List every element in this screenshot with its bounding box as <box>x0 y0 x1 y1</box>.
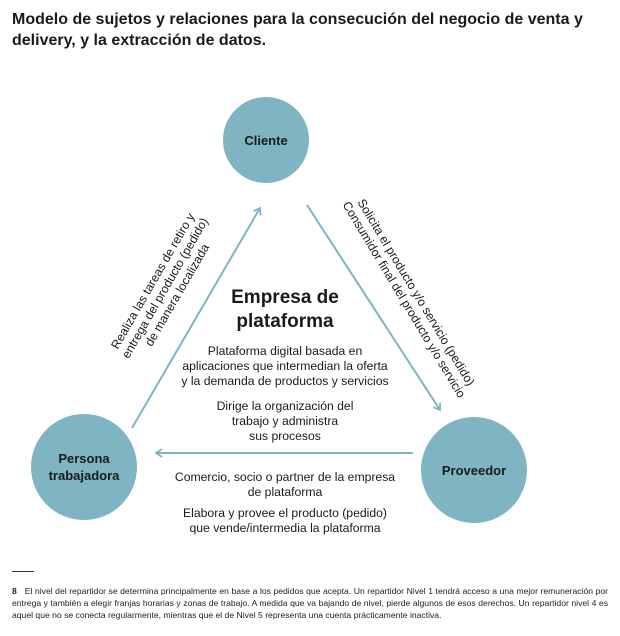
text-line: aplicaciones que intermedian la oferta <box>182 359 388 373</box>
arrow-cliente-to-proveedor <box>306 204 441 412</box>
center-title: Empresa de plataforma <box>190 286 380 334</box>
text-line: sus procesos <box>249 429 321 443</box>
text-line: que vende/intermedia la plataforma <box>189 521 381 535</box>
platform-description: Plataforma digital basada en aplicacione… <box>160 344 410 389</box>
footnote-divider <box>12 571 34 572</box>
node-persona-trabajadora: Persona trabajadora <box>31 414 137 520</box>
text-line: Elabora y provee el producto (pedido) <box>183 506 387 520</box>
text-line: Dirige la organización del <box>216 399 354 413</box>
proveedor-circle <box>421 417 527 523</box>
node-proveedor: Proveedor <box>441 462 507 478</box>
platform-role: Dirige la organización del trabajo y adm… <box>160 399 410 444</box>
text-line: trabajo y administra <box>231 414 339 428</box>
text-line: de plataforma <box>247 485 323 499</box>
node-label-line: trabajadora <box>48 468 120 483</box>
footnote-text: El nivel del repartidor se determina pri… <box>12 586 608 620</box>
title-line: plataforma <box>236 311 334 332</box>
edge-label-proveedor-role: Comercio, socio o partner de la empresa … <box>150 470 420 500</box>
edge-label-proveedor-product: Elabora y provee el producto (pedido) qu… <box>150 506 420 536</box>
persona-circle <box>31 414 137 520</box>
diagram-title: Modelo de sujetos y relaciones para la c… <box>12 11 583 49</box>
text-line: Plataforma digital basada en <box>207 344 363 358</box>
text-line: y la demanda de productos y servicios <box>181 374 389 388</box>
text-line: Comercio, socio o partner de la empresa <box>174 470 396 484</box>
footnote-number: 8 <box>12 586 17 596</box>
arrow-persona-to-cliente <box>131 206 262 429</box>
node-cliente: Cliente <box>244 132 288 148</box>
title-line: Empresa de <box>231 287 339 308</box>
cliente-circle <box>223 97 309 183</box>
node-label-line: Persona <box>58 451 110 466</box>
